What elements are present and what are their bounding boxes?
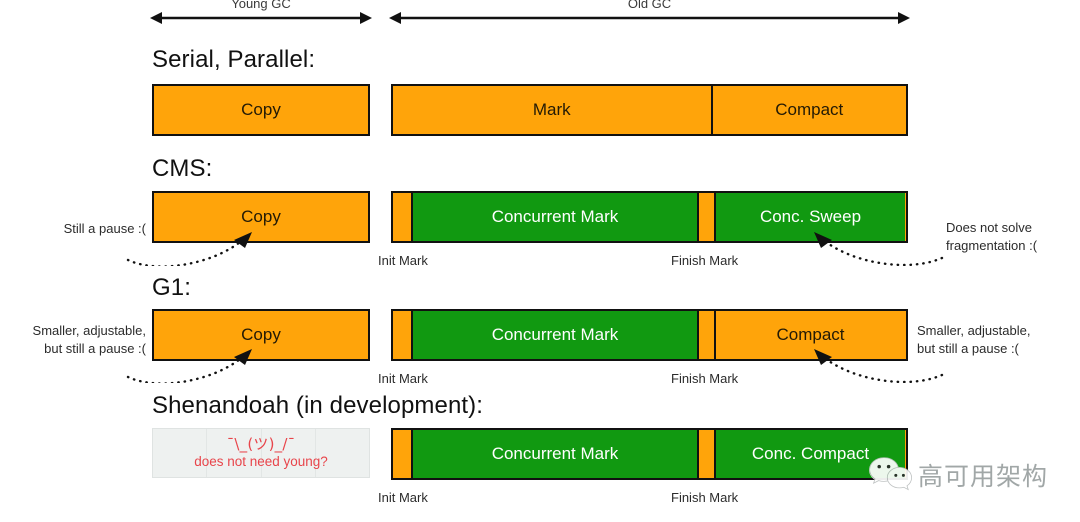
segment-init-mark [393, 311, 411, 359]
sublabel-finish-mark: Finish Mark [671, 371, 739, 386]
old-gc-bar-serial-parallel: Mark Compact [391, 84, 908, 136]
annotation-g1-left: Smaller, adjustable, but still a pause :… [0, 322, 146, 357]
segment-compact: Compact [710, 86, 906, 134]
annotation-line: but still a pause :( [44, 340, 146, 356]
segment-init-mark [393, 193, 411, 241]
segment-finish-mark [697, 430, 714, 478]
annotation-g1-right: Smaller, adjustable, but still a pause :… [917, 322, 1080, 357]
segment-init-mark [393, 430, 411, 478]
young-gc-placeholder-shenandoah: ¯\_(ツ)_/¯ does not need young? [152, 428, 370, 478]
annotation-line: Still a pause :( [63, 221, 146, 236]
segment-compact: Compact [714, 311, 905, 359]
old-gc-bar-shenandoah: Concurrent Mark Conc. Compact [391, 428, 908, 480]
segment-conc-sweep: Conc. Sweep [714, 193, 905, 241]
watermark: 高可用架构 [868, 455, 1048, 495]
sublabel-init-mark: Init Mark [378, 371, 428, 386]
segment-mark: Mark [393, 86, 711, 134]
annotation-cms-left: Still a pause :( [0, 220, 146, 238]
annotation-line: but still a pause :( [917, 340, 1019, 356]
segment-copy: Copy [154, 86, 368, 134]
sublabel-finish-mark: Finish Mark [671, 490, 739, 505]
segment-concurrent-mark: Concurrent Mark [411, 430, 697, 478]
wechat-icon [869, 457, 913, 491]
young-gc-axis-label: Young GC [231, 0, 291, 11]
annotation-cms-right: Does not solve fragmentation :( [946, 219, 1080, 254]
young-gc-bar-cms: Copy [152, 191, 370, 243]
young-gc-bar-serial-parallel: Copy [152, 84, 370, 136]
annotation-arrow-cms-left [126, 232, 252, 266]
sublabel-init-mark: Init Mark [378, 490, 428, 505]
annotation-line: Smaller, adjustable, [32, 323, 146, 338]
shrug-caption: does not need young? [194, 453, 328, 469]
segment-finish-mark [697, 311, 714, 359]
old-gc-axis-label: Old GC [627, 0, 672, 11]
algo-title-cms: CMS: [152, 155, 213, 182]
sublabel-finish-mark: Finish Mark [671, 253, 739, 268]
annotation-line: fragmentation :( [946, 237, 1038, 253]
segment-finish-mark [697, 193, 714, 241]
young-gc-bar-g1: Copy [152, 309, 370, 361]
watermark-text: 高可用架构 [918, 462, 1049, 491]
placeholder-grid [153, 429, 369, 477]
algo-title-serial-parallel: Serial, Parallel: [152, 46, 316, 73]
annotation-line: Smaller, adjustable, [917, 323, 1031, 338]
annotation-line: Does not solve [946, 220, 1032, 235]
annotation-arrow-g1-left [126, 349, 252, 383]
segment-copy: Copy [154, 311, 368, 359]
annotation-arrow-g1-right [814, 349, 944, 383]
segment-concurrent-mark: Concurrent Mark [411, 311, 697, 359]
sublabel-init-mark: Init Mark [378, 253, 428, 268]
shrug-emoticon: ¯\_(ツ)_/¯ [226, 434, 296, 453]
young-gc-arrow [150, 12, 372, 24]
annotation-arrow-cms-right [814, 232, 944, 266]
algo-title-g1: G1: [152, 274, 191, 301]
old-gc-arrow [389, 12, 910, 24]
algo-title-shenandoah: Shenandoah (in development): [152, 392, 484, 419]
segment-copy: Copy [154, 193, 368, 241]
old-gc-bar-g1: Concurrent Mark Compact [391, 309, 908, 361]
old-gc-bar-cms: Concurrent Mark Conc. Sweep [391, 191, 908, 243]
segment-concurrent-mark: Concurrent Mark [411, 193, 697, 241]
